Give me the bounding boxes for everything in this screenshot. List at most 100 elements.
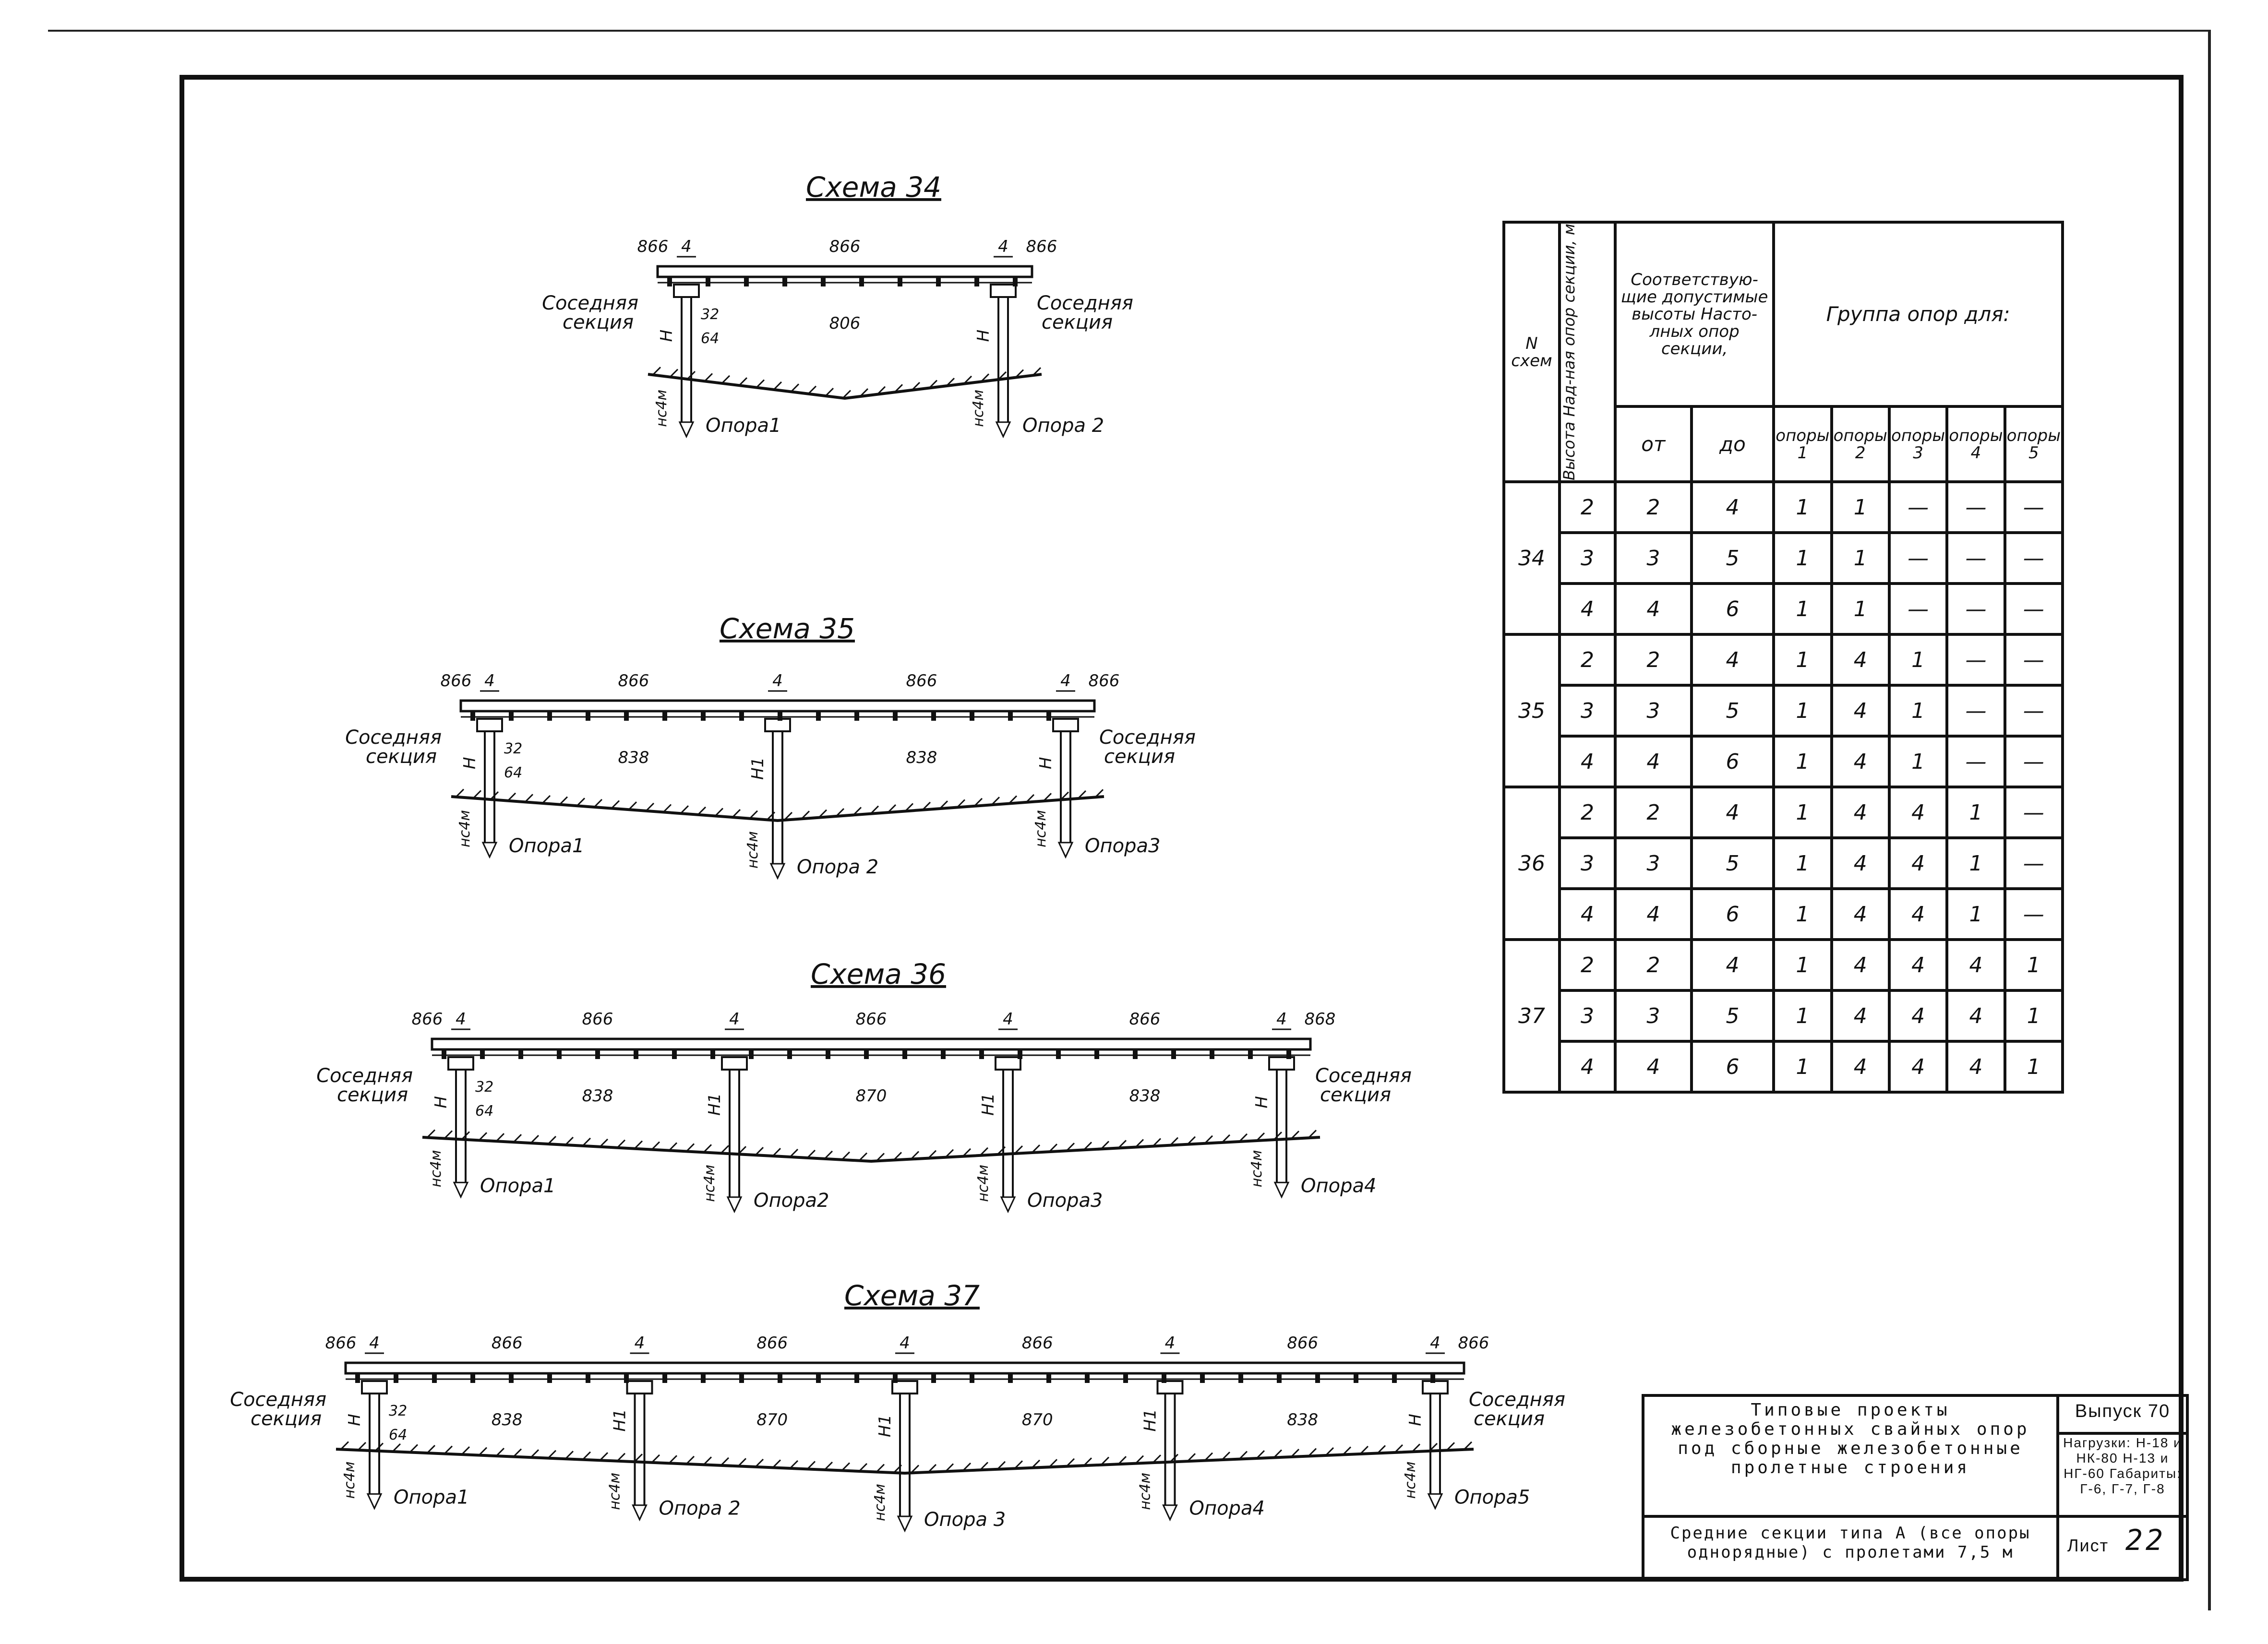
table-cell: 1 (1772, 582, 1833, 636)
ground-hatch (858, 1463, 868, 1472)
table-cell: 4 (1614, 582, 1693, 636)
table-cell: 2 (1558, 633, 1617, 687)
span-label: 866 (412, 1010, 443, 1029)
table-cell: 3 (1614, 684, 1693, 738)
beam-rib (739, 1373, 744, 1383)
gap-label: 4 (1003, 1010, 1013, 1029)
pile-label: нс4м (456, 810, 473, 847)
support-cap (626, 1380, 653, 1394)
ground-hatch (357, 1441, 367, 1451)
clear-span-label: 838 (492, 1410, 523, 1430)
height-label: H1 (979, 1093, 998, 1116)
table-cell: 4 (1887, 989, 1949, 1043)
table-cell: — (1945, 735, 2006, 789)
title-block: Типовые проекты железобетонных свайных о… (1642, 1394, 2189, 1581)
ground-hatch (945, 1149, 954, 1158)
beam-rib (974, 277, 979, 286)
beam-rib (1277, 1373, 1282, 1383)
table-cell: 6 (1690, 735, 1776, 789)
beam-rib (970, 711, 974, 721)
table-cell: — (2003, 735, 2064, 789)
scheme-number-cell: 35 (1502, 633, 1561, 789)
span-label: 866 (441, 671, 472, 691)
beam-rib (1008, 1373, 1013, 1383)
table-cell: — (2003, 684, 2064, 738)
table-cell: 2 (1614, 480, 1693, 535)
pile-label: нс4м (1137, 1473, 1154, 1510)
table-cell: 3 (1558, 531, 1617, 585)
beam-rib (821, 277, 826, 286)
beam-rib (586, 711, 590, 721)
ground-hatch (818, 809, 828, 818)
ground-hatch (530, 1135, 540, 1144)
beam-rib (826, 1049, 830, 1059)
beam-rib (442, 1049, 446, 1059)
support-label: Опора5 (1454, 1486, 1530, 1508)
ground-hatch (807, 385, 817, 394)
dim-32-label: 32 (701, 306, 719, 323)
ground-hatch (1152, 1454, 1162, 1464)
gap-label: 4 (729, 1010, 740, 1029)
table-cell: 4 (1887, 786, 1949, 840)
support-cap (1422, 1380, 1449, 1394)
table-cell: 6 (1690, 887, 1776, 941)
adjacent-left-label: Соседняя (542, 292, 638, 314)
ground-hatch (979, 1462, 989, 1471)
table-cell: — (2003, 582, 2064, 636)
ground-hatch (1077, 790, 1087, 799)
deck-slab (459, 699, 1096, 713)
gap-label: 4 (900, 1334, 910, 1353)
ground-hatch (564, 1136, 574, 1145)
sheet-label: Лист (2067, 1536, 2109, 1555)
span-label: 866 (756, 1334, 788, 1353)
table-cell: 3 (1614, 989, 1693, 1043)
table-cell: 1 (1830, 480, 1891, 535)
pile-label: нс4м (341, 1462, 358, 1499)
table-cell: — (2003, 887, 2064, 941)
pile-label: нс4м (1402, 1462, 1419, 1499)
span-label: 866 (1022, 1334, 1053, 1353)
pile-tip (726, 1196, 743, 1214)
ground-hatch (1015, 369, 1024, 378)
gap-label: 4 (484, 671, 495, 691)
ground-hatch (876, 1464, 885, 1473)
spec-table: N схем Высота Над-ная опор секции, м Соо… (1502, 220, 2064, 1094)
table-cell: 1 (1887, 684, 1949, 738)
ground-hatch (904, 803, 914, 812)
ground-hatch (996, 1461, 1006, 1470)
pile-tip (1427, 1493, 1443, 1510)
clear-span-label: 838 (1129, 1086, 1161, 1106)
ground-hatch (616, 1453, 626, 1462)
beam-rib (432, 1373, 437, 1383)
pile-tip (1162, 1504, 1178, 1522)
beam-rib (586, 1373, 590, 1383)
ground-hatch (962, 1462, 972, 1471)
support-label: Опора1 (480, 1175, 555, 1197)
gap-label: 4 (1430, 1334, 1440, 1353)
ground-hatch (703, 1456, 712, 1465)
ground-hatch (1014, 1460, 1023, 1469)
ground-hatch (859, 388, 869, 397)
span-label: 866 (1026, 237, 1057, 256)
ground-hatch (513, 1134, 522, 1143)
ground-hatch (1187, 1136, 1196, 1145)
ground-hatch (1187, 1453, 1196, 1462)
col-corr-header: Соответствую-щие допустимые высоты Насто… (1613, 220, 1776, 408)
ground-hatch (628, 801, 637, 810)
gap-label: 4 (1276, 1010, 1287, 1029)
beam-rib (854, 711, 859, 721)
height-label: H (1036, 757, 1056, 769)
height-label: H (432, 1096, 451, 1108)
clear-span-label: 870 (1022, 1410, 1053, 1430)
drawing-frame (180, 75, 2184, 1582)
table-cell: 2 (1558, 480, 1617, 535)
span-label: 868 (1305, 1010, 1336, 1029)
ground-hatch (801, 810, 810, 820)
ground-hatch (495, 1133, 505, 1142)
